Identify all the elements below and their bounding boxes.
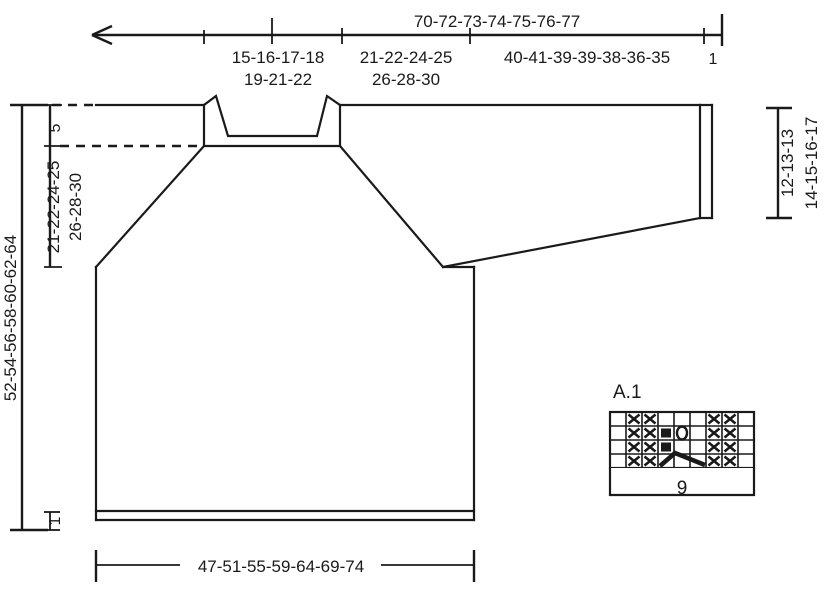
top-total-label: 70-72-73-74-75-76-77 bbox=[414, 12, 580, 31]
chart-row-4 bbox=[627, 450, 737, 468]
chart-cell-x bbox=[707, 441, 721, 453]
chart-cell-x bbox=[643, 455, 657, 467]
chart-row-1 bbox=[627, 413, 737, 425]
chart-cell-x bbox=[643, 441, 657, 453]
left-ruler: 52-54-56-58-60-62-64 5 21-22-24-25 26-28… bbox=[1, 103, 85, 532]
chart-cell-x bbox=[723, 441, 737, 453]
chart-cell-x bbox=[627, 441, 641, 453]
chart-cell-decrease-chevron bbox=[658, 450, 706, 468]
top-ruler-arrowhead bbox=[91, 24, 113, 46]
left-yoke-label-1: 21-22-24-25 bbox=[44, 161, 63, 254]
top-ruler: 70-72-73-74-75-76-77 15-16-17-18 19-21-2… bbox=[91, 12, 724, 89]
chart-row-3 bbox=[627, 441, 737, 453]
chart-cell-x bbox=[723, 413, 737, 425]
chart-row-2 bbox=[627, 425, 737, 441]
top-seg-yoke-label-2: 26-28-30 bbox=[372, 70, 440, 89]
upper-edge-and-neck bbox=[94, 94, 702, 138]
chart-width-label: 9 bbox=[677, 478, 688, 499]
garment-outline bbox=[52, 94, 714, 522]
chart-cell-bead bbox=[661, 428, 671, 438]
chart-cell-x bbox=[627, 427, 641, 439]
top-seg-neck-label-1: 15-16-17-18 bbox=[232, 48, 325, 67]
chart-cell-x bbox=[707, 427, 721, 439]
stitch-chart-a1: A.1 bbox=[608, 382, 756, 499]
top-seg-cuff-label: 1 bbox=[709, 51, 718, 68]
top-seg-yoke-label-1: 21-22-24-25 bbox=[360, 48, 453, 67]
chart-cell-bead bbox=[661, 442, 671, 452]
bottom-ruler-label: 47-51-55-59-64-69-74 bbox=[198, 557, 364, 576]
left-yoke-label-2: 26-28-30 bbox=[66, 173, 85, 241]
chart-width-bracket bbox=[608, 468, 756, 497]
left-raglan-seam bbox=[94, 103, 206, 269]
sleeve-underside bbox=[441, 216, 702, 269]
chart-cell-yarnover bbox=[675, 425, 689, 441]
left-hem-label: 1 bbox=[47, 516, 64, 525]
top-seg-sleeve-label: 40-41-39-39-38-36-35 bbox=[504, 48, 670, 67]
chart-cell-x bbox=[707, 413, 721, 425]
chart-title: A.1 bbox=[613, 382, 642, 403]
right-ruler: 12-13-13 14-15-16-17 bbox=[766, 106, 821, 220]
right-raglan-seam bbox=[338, 103, 445, 269]
right-ruler-label-2: 14-15-16-17 bbox=[802, 117, 821, 210]
left-neckband-label: 5 bbox=[47, 123, 64, 132]
chart-cell-x bbox=[643, 427, 657, 439]
chart-cell-x bbox=[707, 455, 721, 467]
chart-cell-x bbox=[643, 413, 657, 425]
chart-cell-x bbox=[627, 413, 641, 425]
top-seg-neck-label-2: 19-21-22 bbox=[244, 70, 312, 89]
chart-cell-x bbox=[723, 427, 737, 439]
chart-cell-x bbox=[723, 455, 737, 467]
right-ruler-label-1: 12-13-13 bbox=[778, 129, 797, 197]
left-total-label: 52-54-56-58-60-62-64 bbox=[1, 235, 20, 401]
bottom-ruler: 47-51-55-59-64-69-74 bbox=[94, 550, 476, 582]
chart-cell-x bbox=[627, 455, 641, 467]
